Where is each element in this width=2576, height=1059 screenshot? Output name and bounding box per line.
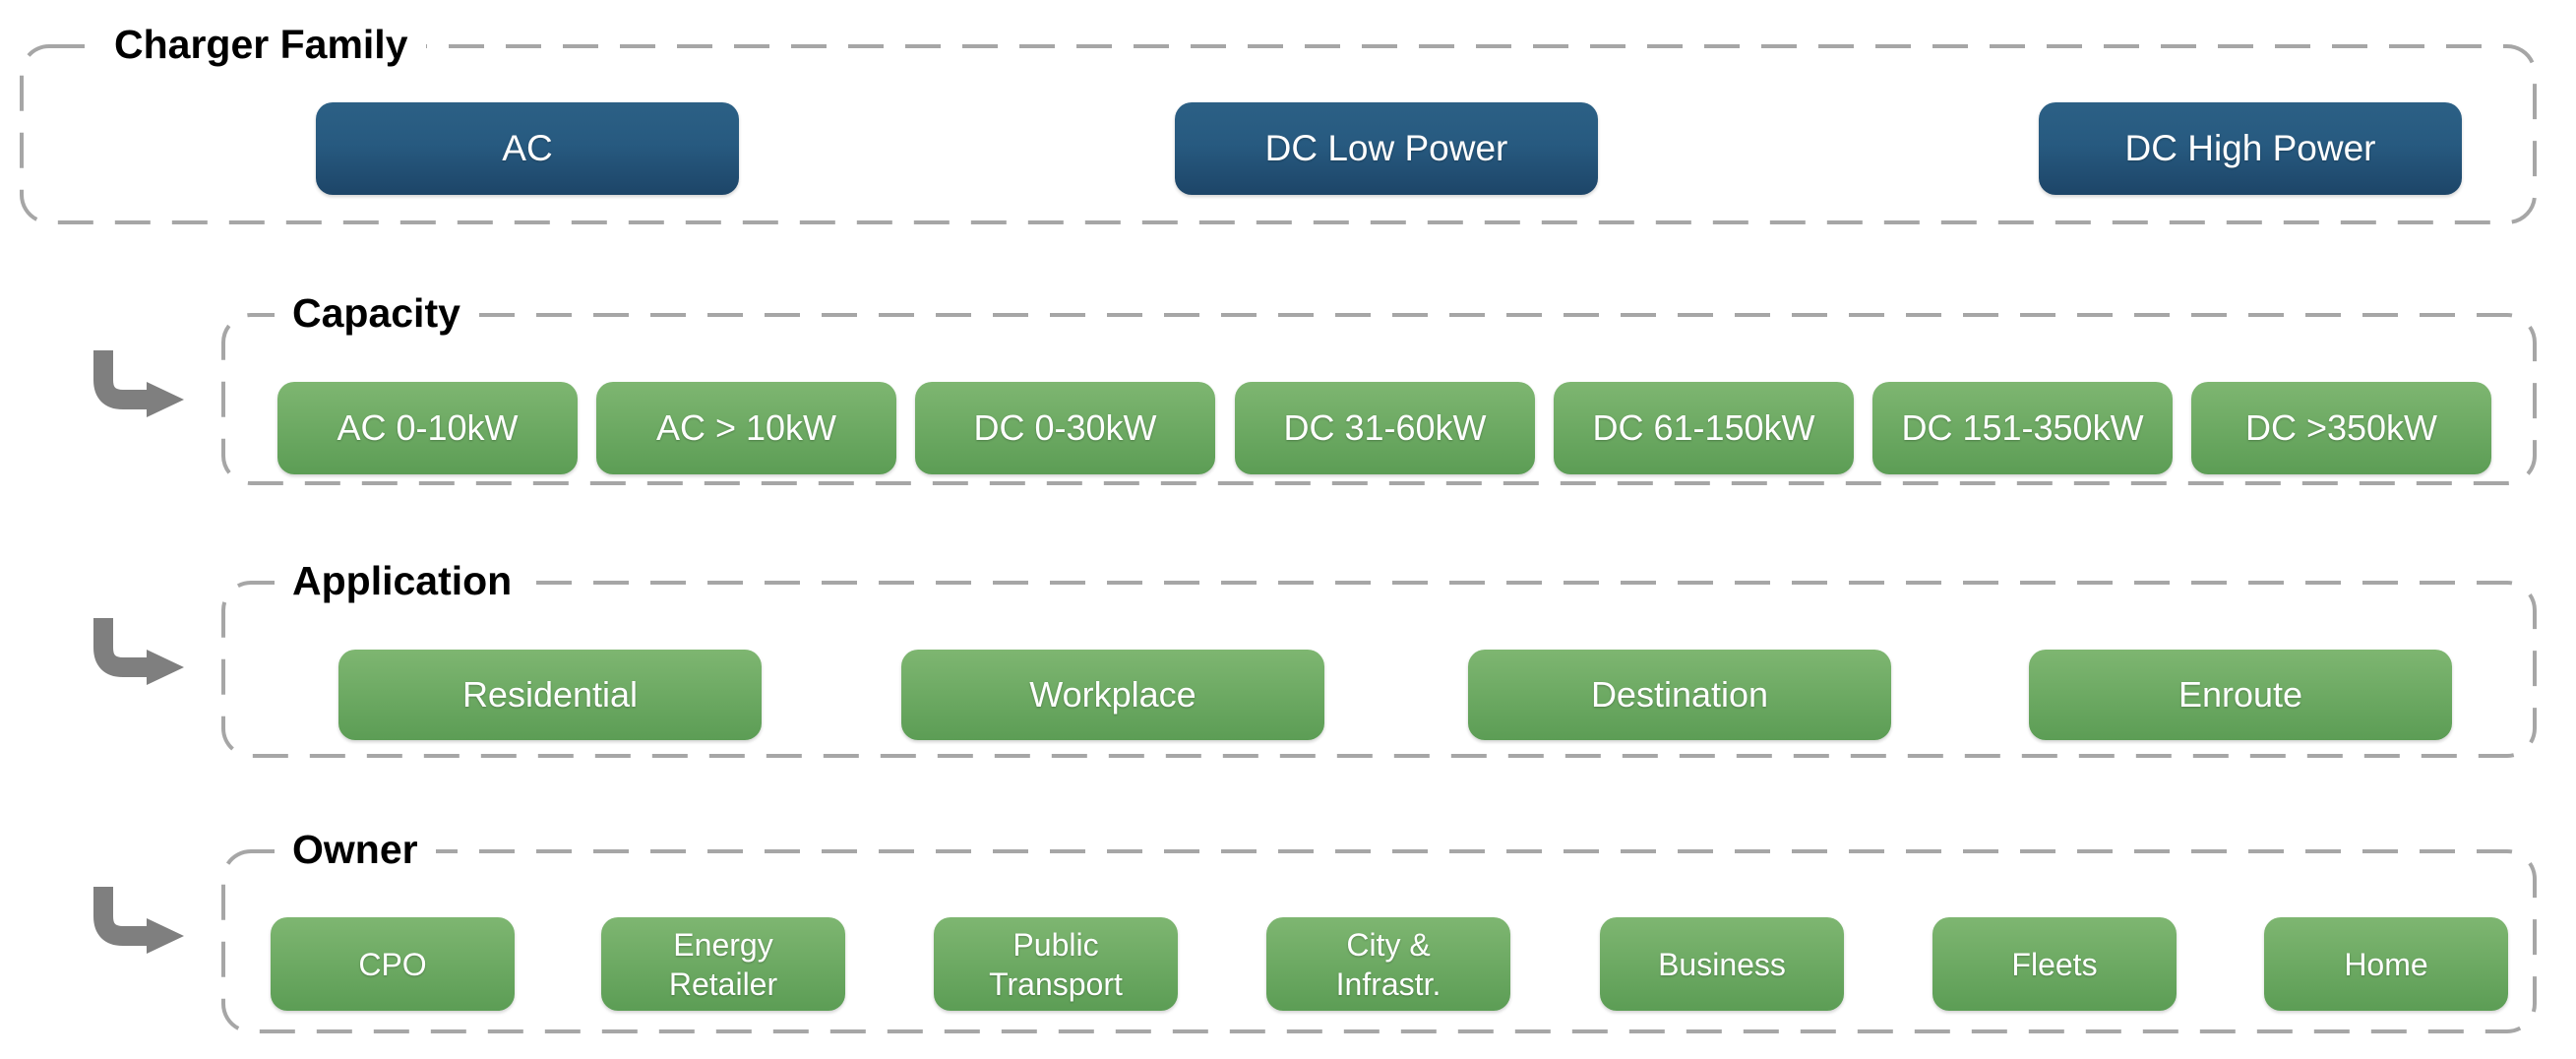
node-label: Residential (461, 674, 639, 716)
node-label: DC Low Power (1264, 127, 1508, 168)
node-label: Home (2344, 946, 2428, 982)
node-energy-retailer: Energy Retailer (601, 917, 845, 1011)
node-label: Workplace (1029, 674, 1196, 716)
node-label: DC High Power (2124, 127, 2376, 168)
section-title-application: Application (275, 554, 530, 607)
node-destination: Destination (1468, 650, 1891, 740)
node-public-transport: Public Transport (934, 917, 1178, 1011)
elbow-arrow-icon (93, 618, 184, 685)
node-cpo: CPO (271, 917, 515, 1011)
node-label: DC 0-30kW (973, 407, 1157, 449)
section-title-charger-family: Charger Family (96, 18, 426, 71)
elbow-arrow-icon (93, 887, 184, 954)
node-label: Fleets (2011, 946, 2098, 982)
section-application: Application Residential Workplace Destin… (221, 554, 2537, 758)
node-label: Destination (1590, 674, 1769, 716)
node-ac-gt-10kw: AC > 10kW (596, 382, 896, 474)
node-dc-gt-350kw: DC >350kW (2191, 382, 2491, 474)
node-fleets: Fleets (1932, 917, 2177, 1011)
node-label: Energy Retailer (668, 926, 778, 1002)
node-dc-high-power: DC High Power (2039, 102, 2462, 195)
node-residential: Residential (338, 650, 762, 740)
node-city-infrastr: City & Infrastr. (1266, 917, 1510, 1011)
node-home: Home (2264, 917, 2508, 1011)
node-workplace: Workplace (901, 650, 1324, 740)
node-ac-0-10kw: AC 0-10kW (277, 382, 578, 474)
node-dc-31-60kw: DC 31-60kW (1235, 382, 1535, 474)
node-dc-low-power: DC Low Power (1175, 102, 1598, 195)
node-label: AC (502, 127, 553, 168)
node-dc-151-350kw: DC 151-350kW (1872, 382, 2173, 474)
node-business: Business (1600, 917, 1844, 1011)
node-label: AC > 10kW (655, 407, 837, 449)
section-title-owner: Owner (275, 823, 436, 876)
node-label: Enroute (2177, 674, 2303, 716)
node-label: DC 61-150kW (1592, 407, 1815, 449)
node-label: DC 31-60kW (1283, 407, 1487, 449)
node-label: CPO (358, 946, 427, 982)
node-label: City & Infrastr. (1335, 926, 1441, 1002)
section-owner: Owner CPO Energy Retailer Public Transpo… (221, 823, 2537, 1033)
node-dc-0-30kw: DC 0-30kW (915, 382, 1215, 474)
node-ac: AC (316, 102, 739, 195)
node-enroute: Enroute (2029, 650, 2452, 740)
section-title-capacity: Capacity (275, 286, 478, 340)
elbow-arrow-icon (93, 350, 184, 417)
node-label: Public Transport (989, 926, 1123, 1002)
node-label: Business (1658, 946, 1786, 982)
node-label: DC >350kW (2244, 407, 2438, 449)
node-label: DC 151-350kW (1901, 407, 2144, 449)
node-dc-61-150kw: DC 61-150kW (1554, 382, 1854, 474)
node-label: AC 0-10kW (337, 407, 519, 449)
section-capacity: Capacity AC 0-10kW AC > 10kW DC 0-30kW D… (221, 286, 2537, 485)
section-charger-family: Charger Family AC DC Low Power DC High P… (20, 18, 2537, 224)
